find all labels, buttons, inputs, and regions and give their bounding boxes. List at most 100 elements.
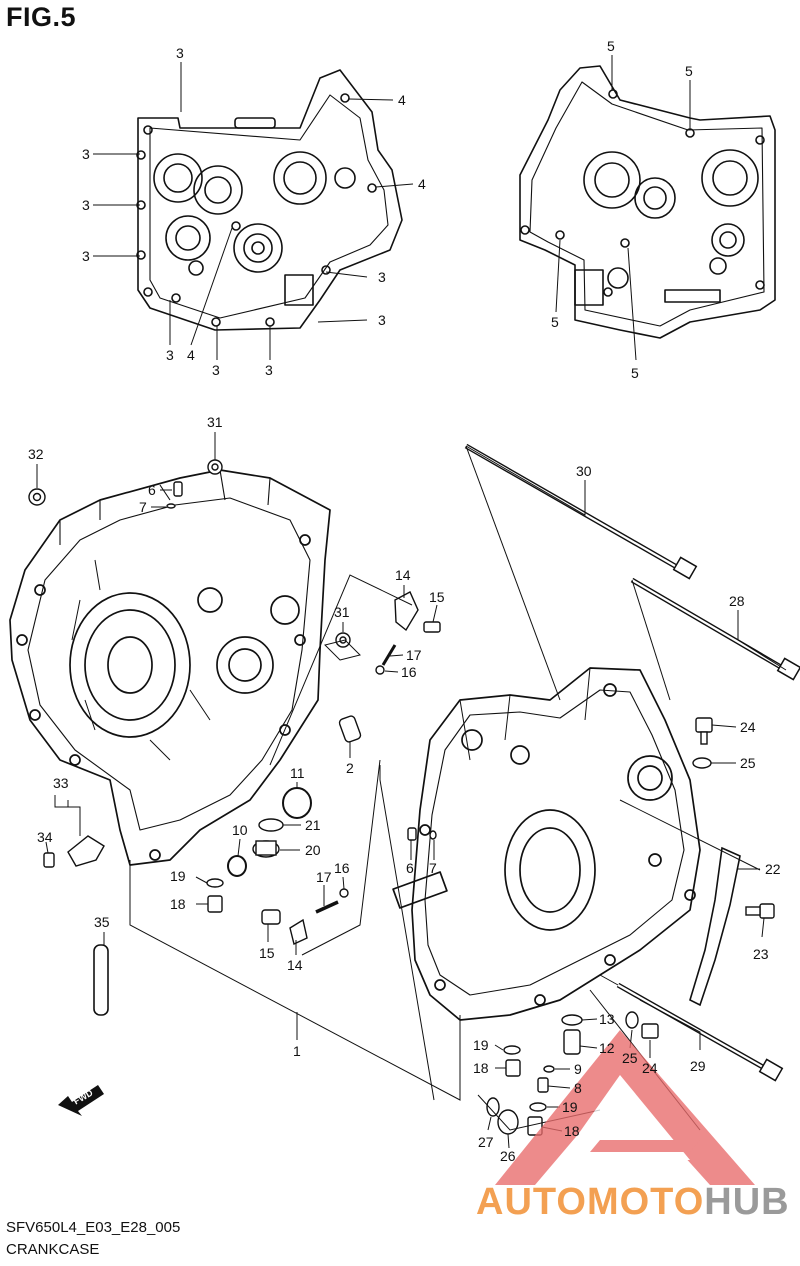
part-7-oring-top [166,503,176,509]
callout-number: 3 [378,269,386,285]
callout-number: 29 [690,1058,706,1074]
part-32-washer [28,488,46,506]
callout-number: 4 [418,176,426,192]
callout-number: 3 [82,146,90,162]
part-25-washer-upper [692,757,712,769]
callout-number: 3 [82,248,90,264]
part-21-gasket [258,818,284,832]
callout-number: 17 [406,647,422,663]
part-27-gasket [486,1097,500,1117]
callout-number: 24 [740,719,756,735]
callout-number: 19 [473,1037,489,1053]
watermark-part1: AUTOMOTO [476,1181,705,1223]
callout-number: 16 [401,664,417,680]
watermark-part2: HUB [704,1181,790,1223]
part-18-bolt-lower [505,1059,521,1077]
callout-number: 7 [139,499,147,515]
callout-number: 3 [166,347,174,363]
callout-number: 3 [176,45,184,61]
part-14-clamp-top [394,591,419,632]
part-20-plug [252,840,280,858]
part-8-jet [537,1077,549,1093]
callout-number: 21 [305,817,321,833]
callout-number: 6 [148,482,156,498]
callout-number: 4 [398,92,406,108]
callout-number: 5 [551,314,559,330]
callout-number: 14 [395,567,411,583]
part-2-dowel [338,715,362,743]
callout-number: 3 [265,362,273,378]
part-12-plug [563,1029,581,1055]
callout-number: 30 [576,463,592,479]
part-18-bolt-left [207,895,223,913]
callout-number: 32 [28,446,44,462]
callout-numbers: 3 3 3 3 3 3 3 3 3 3 4 4 4 5 5 5 5 31 32 … [28,38,781,1164]
callout-number: 15 [259,945,275,961]
part-6-dowel-mid [407,827,417,841]
part-16-ring-mid [339,888,349,898]
callout-number: 7 [429,860,437,876]
callout-number: 17 [316,869,332,885]
part-22-guide [689,846,741,1007]
part-34-bolt [43,852,55,868]
part-35-strap [93,944,109,1016]
part-11-oring [282,787,312,819]
callout-number: 6 [406,860,414,876]
part-10-oring [227,855,247,877]
automotohub-logo-mark [495,1030,755,1185]
callout-number: 19 [170,868,186,884]
crankcase-left-half-view [136,69,403,331]
callout-number: 3 [212,362,220,378]
callout-number: 25 [740,755,756,771]
callout-number: 31 [334,604,350,620]
callout-number: 2 [346,760,354,776]
callout-number: 18 [170,896,186,912]
callout-number: 5 [607,38,615,54]
callout-number: 31 [207,414,223,430]
callout-number: 12 [599,1040,615,1056]
callout-number: 35 [94,914,110,930]
callout-number: 11 [290,765,305,781]
part-15-bolt-mid [261,909,281,925]
callout-number: 9 [574,1061,582,1077]
leader-lines [36,55,787,1149]
automotohub-watermark: AUTOMOTOHUB [476,1181,790,1224]
callout-number: 3 [378,312,386,328]
callout-number: 28 [729,593,745,609]
bolt-29 [616,982,784,1082]
part-23-bolt [745,903,775,919]
crankcase-left-main [9,469,331,866]
part-7-oring-mid [429,830,437,840]
callout-number: 26 [500,1148,516,1164]
callout-number: 34 [37,829,53,845]
diagram-name: CRANKCASE [6,1241,100,1258]
callout-number: 4 [187,347,195,363]
callout-number: 18 [564,1123,580,1139]
crankcase-right-half-view [519,65,776,339]
callout-number: 18 [473,1060,489,1076]
part-6-dowel-top [173,481,183,497]
callout-number: 19 [562,1099,578,1115]
callout-number: 13 [599,1011,615,1027]
fwd-arrow: FWD [58,1085,104,1116]
part-9-ring [543,1065,555,1073]
callout-number: 25 [622,1050,638,1066]
part-14-clamp-mid [289,918,308,945]
part-17-pin-top [381,644,397,666]
callout-number: 14 [287,957,303,973]
callout-number: 16 [334,860,350,876]
callout-number: 27 [478,1134,494,1150]
part-33-sensor [67,835,105,867]
part-19-washer-left [206,878,224,888]
part-16-ring-top [375,665,385,675]
callout-number: 1 [293,1043,301,1059]
callout-number: 20 [305,842,321,858]
callout-number: 3 [82,197,90,213]
crankcase-right-main [392,667,701,1021]
callout-number: 5 [685,63,693,79]
part-31-nut-top [207,459,223,475]
callout-number: 15 [429,589,445,605]
part-19-washer-right [529,1102,547,1112]
